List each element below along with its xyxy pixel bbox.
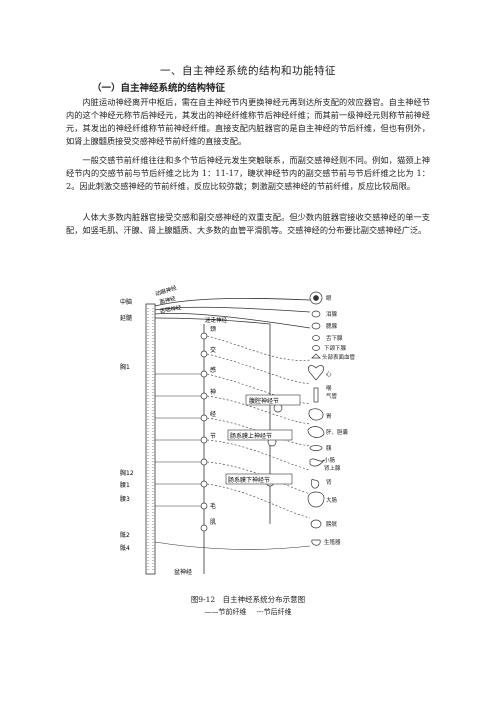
trunk-letter-4: 神 xyxy=(210,388,216,396)
organ-label-head-vessels: 头部表面血管 xyxy=(322,353,356,361)
ganglion-label-celiac: 腹腔神经节 xyxy=(249,397,279,405)
organ-label-pancreas: 胰 xyxy=(326,444,332,452)
organ-label-bladder: 膀胱 xyxy=(326,520,338,528)
trunk-letter-6: 节 xyxy=(210,432,216,440)
level-label-midbrain: 中脑 xyxy=(120,298,132,306)
organ-label-larynx: 喉 xyxy=(326,384,332,392)
organ-label-trachea: 气管 xyxy=(326,392,338,400)
legend-postganglionic: ---节后纤维 xyxy=(256,608,292,616)
trunk-letter-3: 感 xyxy=(210,366,216,374)
level-label-l3: 腰3 xyxy=(120,496,130,503)
organ-label-genitals: 生殖器 xyxy=(324,538,341,546)
organ-label-sublingual-gland: 舌下腺 xyxy=(326,334,343,342)
section-title: 一、自主神经系统的结构和功能特征 xyxy=(160,65,336,77)
autonomic-nervous-system-diagram: 中脑 延髓 胸1 胸12 腰1 腰3 骶2 骶4 颈 xyxy=(120,283,360,584)
organ-label-adrenal-gland: 肾上腺 xyxy=(324,464,341,472)
trunk-letter-8: 肌 xyxy=(210,519,216,526)
trunk-letter-5: 经 xyxy=(210,410,216,418)
diagram-svg: 中脑 延髓 胸1 胸12 腰1 腰3 骶2 骶4 颈 xyxy=(120,283,356,576)
organ-label-large-intestine: 大肠 xyxy=(326,496,338,504)
level-label-s4: 骶4 xyxy=(120,544,130,552)
trunk-letter-7: 毛 xyxy=(210,502,216,510)
paragraph-2: 一般交感节前纤维往往和多个节后神经元发生突触联系，而副交感神经则不同。例如，猫颈… xyxy=(66,155,430,192)
level-label-t12: 胸12 xyxy=(120,469,134,477)
paragraph-1: 内脏运动神经离开中枢后，需在自主神经节内更换神经元再到达所支配的效应器官。自主神… xyxy=(66,97,430,147)
spinal-cord xyxy=(145,303,156,575)
nerve-label-vagus: 迷走神经 xyxy=(205,316,228,324)
level-label-l1: 腰1 xyxy=(120,482,130,489)
figure-legend: ——节前纤维 ---节后纤维 xyxy=(0,607,496,617)
organ-label-heart: 心 xyxy=(326,371,332,378)
section-subtitle: （一）自主神经系统的结构特征 xyxy=(92,83,226,94)
ganglion-label-inferior-mesenteric: 肠系膜下神经节 xyxy=(228,476,270,484)
trunk-letter-2: 交 xyxy=(210,346,216,354)
pelvic-nerve-label: 盆神经 xyxy=(174,568,192,576)
organ-label-lacrimal-gland: 泪腺 xyxy=(326,310,338,318)
organ-label-submandibular-gland: 下颌下腺 xyxy=(324,344,347,352)
organ-icons xyxy=(307,291,325,546)
level-label-s2: 骶2 xyxy=(120,531,130,539)
organ-label-liver-gallbladder: 肝、胆囊 xyxy=(326,428,349,436)
organ-label-kidney: 肾 xyxy=(326,478,332,486)
trunk-letter-1: 颈 xyxy=(210,325,216,333)
nerve-label-facial: 面神经 xyxy=(159,294,177,306)
figure-caption: 图9-12 自主神经系统分布示意图 xyxy=(190,595,306,604)
organ-label-parotid-gland: 腮腺 xyxy=(326,322,338,330)
level-label-t1: 胸1 xyxy=(120,363,130,371)
level-label-medulla: 延髓 xyxy=(120,314,132,322)
organ-label-small-intestine: 小肠 xyxy=(324,456,336,464)
organ-label-stomach: 胃 xyxy=(326,413,332,420)
nerve-label-glossopharyngeal: 舌咽神经 xyxy=(159,303,183,315)
legend-preganglionic: ——节前纤维 xyxy=(204,608,247,616)
organ-label-eye: 眼 xyxy=(326,295,332,302)
paragraph-3: 人体大多数内脏器官接受交感和副交感神经的双重支配。但少数内脏器官接收交感神经的单… xyxy=(66,212,430,236)
ganglion-label-superior-mesenteric: 肠系膜上神经节 xyxy=(230,432,272,440)
